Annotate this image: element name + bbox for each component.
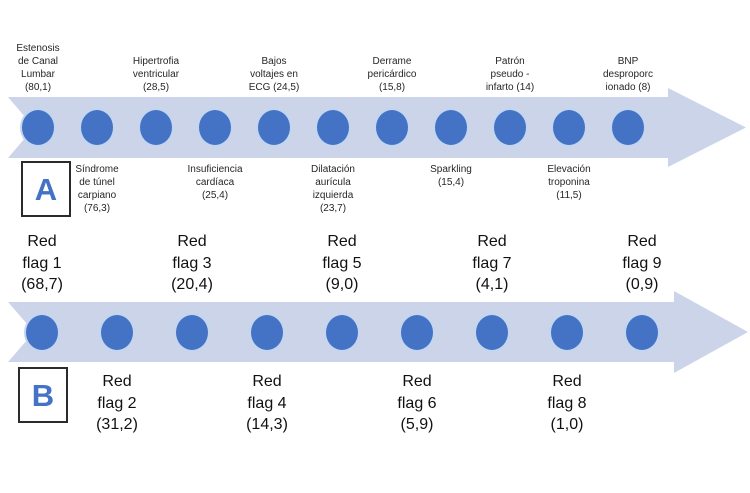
milestone-label-top: Red flag 1 (68,7)	[21, 233, 63, 294]
milestone-label-top: Red flag 9 (0,9)	[622, 233, 662, 294]
timeline-dot	[492, 108, 528, 147]
timeline-dot	[249, 312, 285, 352]
timeline-arrow-b	[8, 291, 748, 373]
timeline-dot	[315, 108, 351, 147]
timeline-dot	[474, 312, 510, 352]
milestone-label-top: Bajos voltajes en ECG (24,5)	[248, 56, 300, 93]
timeline-dot	[433, 108, 469, 147]
timeline-dot	[256, 108, 292, 147]
milestone-label-top: Red flag 3 (20,4)	[171, 233, 213, 294]
timeline-dot	[399, 312, 435, 352]
milestone-label-bottom: Sparkling (15,4)	[430, 164, 472, 188]
milestone-label-top: BNP desproporc ionado (8)	[602, 56, 654, 93]
timeline-dot	[20, 108, 56, 147]
timeline-dot	[79, 108, 115, 147]
milestone-label-bottom: Red flag 2 (31,2)	[96, 373, 138, 434]
milestone-label-top: Hipertrofia ventricular (28,5)	[132, 56, 180, 93]
milestone-label-top: Estenosis de Canal Lumbar (80,1)	[16, 43, 60, 93]
milestone-label-bottom: Red flag 8 (1,0)	[547, 373, 587, 434]
timeline-dot	[174, 312, 210, 352]
timeline-dot	[138, 108, 174, 147]
milestone-label-top: Red flag 5 (9,0)	[322, 233, 362, 294]
milestone-label-top: Derrame pericárdico (15,8)	[367, 56, 417, 93]
milestone-label-bottom: Síndrome de túnel carpiano (76,3)	[75, 164, 119, 214]
timeline-dot	[549, 312, 585, 352]
milestone-label-top: Patrón pseudo - infarto (14)	[485, 56, 535, 93]
timeline-dot	[551, 108, 587, 147]
label-box-a: A	[21, 161, 71, 217]
milestone-label-bottom: Elevación troponina (11,5)	[547, 164, 591, 201]
timeline-dot	[197, 108, 233, 147]
timeline-dot	[624, 312, 660, 352]
milestone-label-bottom: Red flag 4 (14,3)	[246, 373, 288, 434]
milestone-label-bottom: Red flag 6 (5,9)	[397, 373, 437, 434]
milestone-label-bottom: Insuficiencia cardíaca (25,4)	[187, 164, 243, 201]
row-b-letter: B	[31, 377, 55, 413]
milestone-label-top: Red flag 7 (4,1)	[472, 233, 512, 294]
timeline-dot	[99, 312, 135, 352]
label-box-b: B	[18, 367, 68, 423]
timeline-dot	[610, 108, 646, 147]
timeline-dot	[374, 108, 410, 147]
row-a-letter: A	[34, 171, 58, 207]
timeline-dot	[24, 312, 60, 352]
timeline-dot	[324, 312, 360, 352]
milestone-label-bottom: Dilatación aurícula izquierda (23,7)	[311, 164, 355, 214]
